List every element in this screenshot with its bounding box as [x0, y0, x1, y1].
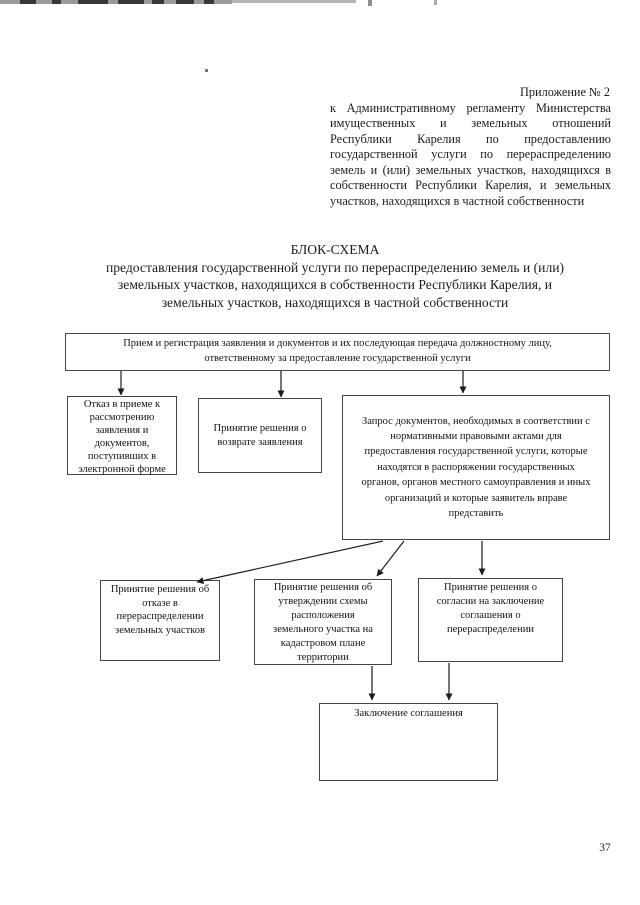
page-title: БЛОК-СХЕМА — [290, 242, 380, 257]
appendix-regulation-text: к Административному регламенту Министерс… — [330, 100, 611, 193]
scan-artifact — [0, 0, 232, 4]
flow-box-refusal-redistribution: Принятие решения об отказе в перераспред… — [100, 580, 220, 661]
scan-artifact — [434, 0, 437, 5]
flow-box-scheme-approval: Принятие решения об утверждении схемы ра… — [254, 579, 392, 665]
title-block: БЛОК-СХЕМА предоставления государственно… — [33, 241, 637, 311]
flow-box-refusal-electronic: Отказ в приеме к рассмотрению заявления … — [67, 396, 177, 475]
flow-box-return-decision: Принятие решения о возврате заявления — [198, 398, 322, 473]
appendix-regulation-last-line: участков, находящихся в частной собствен… — [330, 193, 585, 208]
flow-box-consent-decision: Принятие решения о согласии на заключени… — [418, 578, 563, 662]
scan-artifact — [204, 0, 214, 4]
scan-artifact — [78, 0, 108, 4]
flow-box-agreement-conclusion: Заключение соглашения — [319, 703, 498, 781]
scan-artifact — [20, 0, 36, 4]
scan-speck — [205, 69, 208, 72]
page-number: 37 — [599, 842, 611, 854]
flow-box-reception: Прием и регистрация заявления и документ… — [65, 333, 610, 371]
scan-artifact — [232, 0, 356, 3]
page-subtitle: предоставления государственной услуги по… — [105, 259, 565, 310]
scan-artifact — [176, 0, 194, 4]
arrow-request-to-refusal-redistribution — [196, 540, 384, 585]
flow-box-request-documents: Запрос документов, необходимых в соответ… — [342, 395, 610, 540]
scan-artifact — [118, 0, 144, 4]
scan-artifact — [368, 0, 372, 6]
appendix-label: Приложение № 2 — [519, 85, 610, 99]
scan-artifact — [152, 0, 164, 4]
arrow-request-to-scheme-approval — [376, 540, 405, 577]
scan-artifact — [52, 0, 61, 4]
